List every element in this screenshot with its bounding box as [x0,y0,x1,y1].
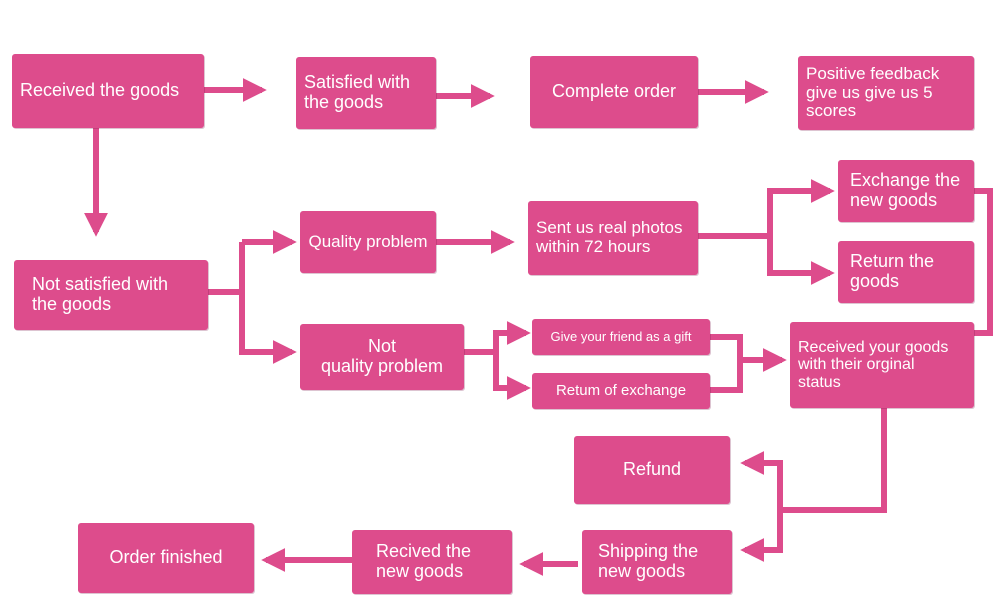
node-recived-new-goods: Recived the new goods [352,530,512,594]
node-quality-problem: Quality problem [300,211,436,273]
node-label: Positive feedback give us give us 5 scor… [806,63,940,121]
connector-not-satisfied-split [208,242,245,295]
node-return-goods: Return the goods [838,241,974,303]
connector-received-original-down [780,408,887,513]
node-label: Sent us real photos within 72 hours [536,218,683,256]
node-complete-order: Complete order [530,56,698,128]
node-label: Not satisfied with the goods [32,274,169,314]
node-return-exchange: Retum of exchange [532,373,710,409]
connector-return-exchange-out [710,360,743,393]
arrow-to-return-exchange [493,352,531,400]
node-not-quality-problem: Not quality problem [300,324,464,390]
node-label: Shipping the new goods [598,541,699,581]
node-label: Give your friend as a gift [550,328,692,344]
node-label: Satisfied with the goods [304,72,411,112]
node-label: Return the goods [850,251,935,291]
node-label: Quality problem [308,231,428,251]
node-received-goods: Received the goods [12,54,204,128]
connector-exchange-return-down [974,188,993,336]
arrow-to-shipping [740,510,783,562]
arrow-to-refund [740,451,783,510]
node-label: Order finished [109,547,223,568]
arrow-to-gift [493,321,531,352]
node-order-finished: Order finished [78,523,254,593]
node-satisfied: Satisfied with the goods [296,57,436,129]
connector-gift-out [710,334,743,360]
node-label: Received your goods with their orginal s… [798,338,949,391]
arrow-to-exchange [767,179,835,236]
node-label: Complete order [551,81,677,102]
node-label: Retum of exchange [555,381,687,399]
node-exchange-new-goods: Exchange the new goods [838,160,974,222]
node-label: Recived the new goods [376,541,472,581]
node-not-satisfied: Not satisfied with the goods [14,260,208,330]
node-label: Not quality problem [320,336,444,376]
node-refund: Refund [574,436,730,504]
node-received-original-status: Received your goods with their orginal s… [790,322,974,408]
node-label: Received the goods [20,80,180,101]
node-sent-photos: Sent us real photos within 72 hours [528,201,698,275]
arrow-to-return [767,236,835,285]
node-label: Exchange the new goods [850,170,961,210]
node-positive-feedback: Positive feedback give us give us 5 scor… [798,56,974,130]
arrow-to-not-quality-problem [239,292,297,364]
node-gift-friend: Give your friend as a gift [532,319,710,355]
node-shipping-new-goods: Shipping the new goods [582,530,732,594]
node-label: Refund [622,459,682,480]
